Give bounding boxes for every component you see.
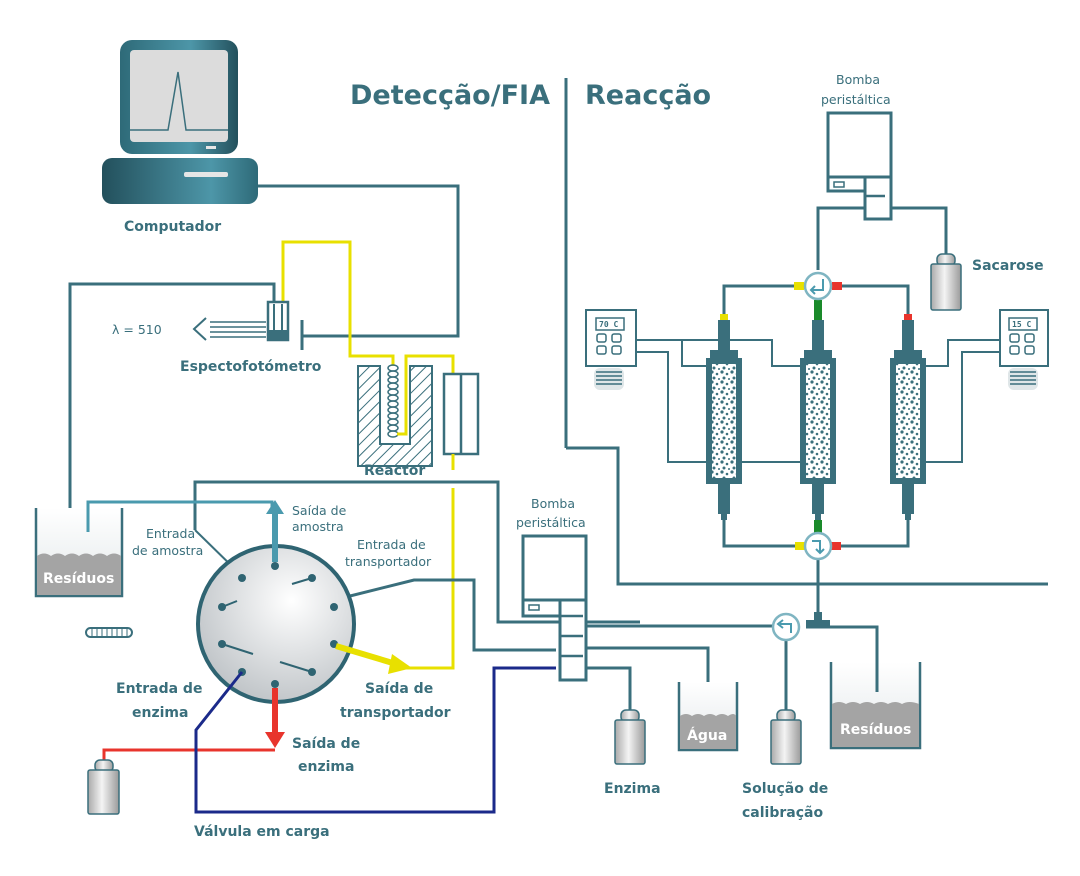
water-line [586, 646, 710, 686]
waste-line-from-cell [68, 282, 276, 515]
title-reaction: Reacção [585, 80, 711, 111]
pump-to-selection-valve [816, 206, 865, 270]
sample-inlet-line [193, 480, 640, 624]
waste-beaker-right-icon [829, 662, 922, 750]
carrier-inlet-line [333, 578, 556, 652]
label-waste-right: Resíduos [840, 722, 911, 738]
coil-icon [85, 627, 133, 638]
three-way-valve-calibration-icon[interactable] [771, 612, 801, 642]
label-computer: Computador [124, 219, 221, 235]
light-beam-icon [192, 317, 266, 341]
flow-cell-icon [266, 300, 290, 342]
injection-valve-icon[interactable] [196, 544, 356, 704]
label-pump-mid-1: Bomba [531, 496, 575, 511]
yellow-line-cell-to-reactor [281, 240, 395, 366]
tee-stem [814, 612, 822, 622]
label-carrier-out-2: transportador [340, 705, 451, 721]
label-sample-in-2: de amostra [132, 543, 203, 558]
thermostat-right-icon[interactable] [999, 309, 1049, 390]
reactor-icon [357, 364, 433, 467]
port-red-top [832, 282, 842, 290]
divider-line-lower [566, 446, 1048, 586]
jacket-line-left-c [636, 351, 706, 463]
label-spectrophotometer: Espectofotómetro [180, 359, 322, 375]
reactor-column-1-icon [706, 314, 742, 520]
bottle-enzyme-collect-icon [87, 759, 120, 815]
tee-joint [806, 620, 830, 627]
enzyme-supply-line [586, 666, 632, 712]
carrier-outlet-arrow [335, 643, 397, 667]
jacket-line-left-a [636, 339, 800, 367]
water-beaker-icon [677, 682, 739, 752]
port-green-bottom [814, 520, 822, 534]
bottle-calibration-icon [770, 709, 802, 765]
sucrose-line [891, 206, 948, 256]
peristaltic-pump-middle-icon[interactable] [521, 534, 588, 682]
label-enzyme-in-1: Entrada de [116, 681, 202, 697]
label-sample-in-1: Entrada [146, 526, 195, 541]
label-carrier-in-2: transportador [345, 554, 432, 569]
collection-valve-bottom-icon[interactable] [803, 531, 833, 561]
label-waste-left: Resíduos [43, 571, 114, 587]
port-yellow-bottom [795, 542, 805, 550]
port-red-bottom [831, 542, 841, 550]
jacket-line-right-b [926, 351, 1000, 463]
waste-beaker-left-icon [34, 508, 124, 598]
label-calibration-1: Solução de [742, 781, 828, 797]
bottle-sucrose-icon [930, 253, 962, 311]
reactor-column-2-icon [800, 314, 836, 520]
enzyme-loading-line [194, 666, 556, 814]
label-sucrose: Sacarose [972, 258, 1044, 274]
port-green-top [814, 300, 822, 314]
label-enzyme-out-2: enzima [298, 759, 354, 775]
computer-icon [102, 40, 258, 204]
collection-line-left [722, 520, 800, 548]
reactor-column-3-icon [890, 314, 926, 520]
label-carrier-in-1: Entrada de [357, 537, 426, 552]
thermostat-left-icon[interactable] [585, 309, 637, 390]
peristaltic-pump-top-icon[interactable] [826, 111, 893, 221]
arrow-right-icon [388, 654, 412, 674]
distribution-line-left [722, 284, 800, 314]
label-wavelength: λ = 510 [112, 322, 162, 337]
label-enzyme-in-2: enzima [132, 705, 188, 721]
arrow-down-icon [265, 732, 285, 748]
port-yellow-top [794, 282, 804, 290]
label-pump-mid-2: peristáltica [516, 515, 586, 530]
label-calibration-2: calibração [742, 805, 823, 821]
label-pump-top-1: Bomba [836, 72, 880, 87]
label-enzyme-out-1: Saída de [292, 736, 360, 752]
mixing-column-icon [442, 372, 480, 456]
jacket-line-right-a [926, 339, 1000, 367]
enzyme-outlet-line [102, 748, 275, 762]
jacket-line-left-b [681, 340, 706, 367]
yellow-line-reactor-to-column [397, 354, 455, 436]
distribution-line-right [836, 284, 910, 314]
label-reactor: Reactor [364, 463, 425, 479]
yellow-line-to-valve [392, 488, 455, 670]
signal-cable [258, 184, 460, 338]
label-carrier-out-1: Saída de [365, 681, 433, 697]
label-pump-top-2: peristáltica [821, 92, 891, 107]
label-valve-loading: Válvula em carga [194, 824, 330, 840]
title-detection: Detecção/FIA [350, 80, 550, 111]
label-sample-out-2: amostra [292, 519, 344, 534]
temp-readout-left: 70 C [599, 320, 618, 329]
bottle-enzyme-icon [614, 709, 646, 765]
arrow-up-icon [266, 500, 284, 514]
collection-line-right [836, 520, 910, 548]
label-sample-out-1: Saída de [292, 503, 347, 518]
label-enzyme: Enzima [604, 781, 661, 797]
temp-readout-right: 15 C [1012, 320, 1031, 329]
distribution-valve-top-icon[interactable] [803, 271, 833, 301]
label-water: Água [687, 727, 727, 744]
